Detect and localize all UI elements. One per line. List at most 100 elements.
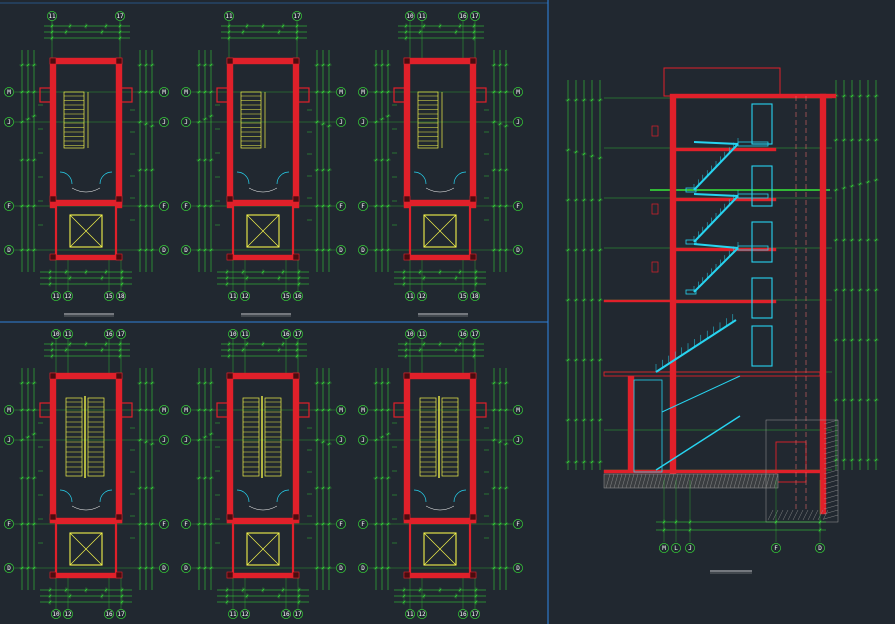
door-arc [71,187,101,193]
wall-bump [651,125,659,137]
axis-label: J [339,119,343,126]
axis-bubble: F [4,201,14,211]
axis-circle [405,329,415,339]
axis-label: D [184,565,188,572]
wall-bottom [49,254,123,261]
axis-label: J [162,119,166,126]
ground-hatch [603,419,839,523]
axis-bubble: D [159,563,169,573]
column [403,195,411,203]
axis-circle [470,329,480,339]
hatch-stroke [709,473,715,489]
basement-floor [603,469,821,474]
axis-bubble: 10 [51,609,61,619]
axis-circle [228,609,238,619]
axis-label: 10 [406,331,414,338]
axis-circle [513,87,523,97]
section-wall-right [819,93,827,515]
axis-circle [513,201,523,211]
axis-bubble: 16 [458,329,468,339]
wall-bump [651,203,659,215]
axis-label: D [162,247,166,254]
stair-flight [693,243,739,249]
axis-label: D [361,565,365,572]
elevator-cross [423,532,457,566]
basement-stair [655,415,741,471]
axis-label: D [184,247,188,254]
axis-label: J [162,437,166,444]
wall-left [226,372,234,524]
hatch-stroke [757,473,763,489]
axis-bubble: 17 [293,609,303,619]
hatch-stroke [802,509,809,521]
axis-circle [181,87,191,97]
door-swing [59,489,73,503]
column [292,571,300,579]
axis-bubble: J [336,117,346,127]
axis-bubble: D [513,563,523,573]
axis-circle [4,201,14,211]
stair-flight [693,141,739,145]
axis-bubble: J [358,117,368,127]
axis-circle [181,435,191,445]
elevator-cross [69,532,103,566]
axis-label: M [662,545,666,552]
axis-circle [513,117,523,127]
axis-bubble: F [4,519,14,529]
axis-label: 11 [229,293,237,300]
hatch-stroke [787,509,794,521]
axis-bubble: 11 [240,329,250,339]
axis-bubble: 12 [63,609,73,619]
axis-label: J [516,437,520,444]
axis-label: 17 [293,13,301,20]
axis-label: F [516,521,520,528]
door-arc [425,187,455,193]
elevator-cross [246,214,280,248]
axis-label: 16 [459,611,467,618]
hatch-stroke [633,473,639,489]
wall-right [292,372,300,524]
column [49,253,57,261]
axis-bubble: M [181,87,191,97]
hatch-band [603,473,779,489]
door-swing [236,489,250,503]
axis-circle [51,609,61,619]
axis-bubble: J [336,435,346,445]
window [751,221,773,263]
column [403,513,411,521]
axis-circle [159,563,169,573]
axis-label: F [516,203,520,210]
column [115,513,123,521]
axis-bubble: D [358,245,368,255]
wall-top [49,372,123,380]
axis-circle [358,563,368,573]
axis-circle [458,11,468,21]
column [115,57,123,65]
axis-label: F [7,203,11,210]
axis-label: 12 [64,611,72,618]
stair-landing [685,239,697,245]
axis-bubble: 12 [417,291,427,301]
axis-label: M [7,89,11,96]
axis-bubble: 10 [405,11,415,21]
hatch-stroke [823,439,839,445]
floor-slab [675,197,777,202]
axis-label: F [774,545,778,552]
window [751,325,773,367]
hatch-stroke [637,473,643,489]
axis-bubble: 16 [281,609,291,619]
hatch-stroke [823,499,839,505]
hatch-stroke [669,473,675,489]
axis-bubble: L [671,543,681,553]
stair-landing [685,187,697,193]
door-swing [276,171,290,185]
wall-right [469,372,477,524]
axis-circle [4,563,14,573]
axis-circle [358,117,368,127]
axis-bubble: 15 [458,291,468,301]
axis-bubble: D [159,245,169,255]
axis-circle [181,405,191,415]
column [115,571,123,579]
wall-left [49,57,57,209]
